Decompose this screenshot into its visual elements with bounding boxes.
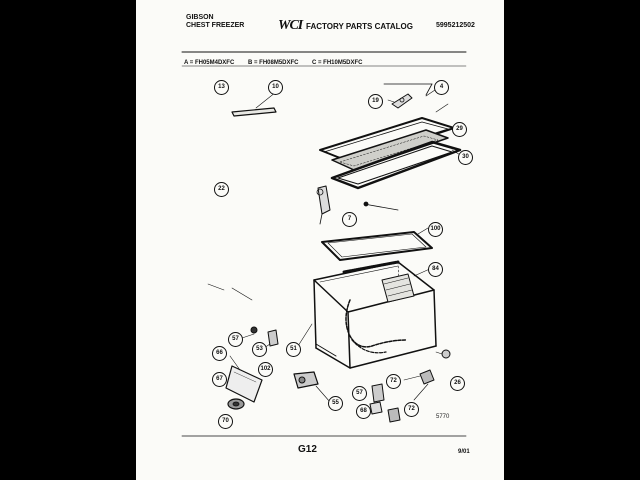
parts-catalog-page: GIBSON CHEST FREEZER WCI FACTORY PARTS C… <box>136 0 504 480</box>
part-thermostat <box>293 371 331 403</box>
callout-4: 4 <box>434 80 449 95</box>
callout-72-lower: 72 <box>404 402 419 417</box>
part-lid-gasket <box>330 140 462 190</box>
part-condenser-panel <box>381 273 415 303</box>
catalog-part-number: 5995212502 <box>436 22 475 29</box>
product-type: CHEST FREEZER <box>186 22 245 29</box>
callout-29: 29 <box>452 122 467 137</box>
wci-logo: WCI <box>278 18 303 33</box>
callout-70: 70 <box>218 414 233 429</box>
callout-26: 26 <box>450 376 465 391</box>
callout-68: 68 <box>356 404 371 419</box>
catalog-title: FACTORY PARTS CATALOG <box>306 22 413 31</box>
model-a: A = FH05M4DXFC <box>184 60 235 66</box>
callout-57: 57 <box>228 332 243 347</box>
callout-7: 7 <box>342 212 357 227</box>
callout-30: 30 <box>458 150 473 165</box>
callout-19: 19 <box>368 94 383 109</box>
callout-53: 53 <box>252 342 267 357</box>
callout-84: 84 <box>428 262 443 277</box>
callout-13: 13 <box>214 80 229 95</box>
page-code: G12 <box>298 444 317 455</box>
callout-102: 102 <box>258 362 273 377</box>
part-handle-strip <box>231 91 277 117</box>
part-cabinet <box>313 260 437 369</box>
callout-10: 10 <box>268 80 283 95</box>
callout-67: 67 <box>212 372 227 387</box>
part-breaker-frame <box>321 231 433 261</box>
part-nameplate <box>225 365 263 403</box>
callout-51: 51 <box>286 342 301 357</box>
revision-date: 9/01 <box>458 449 470 455</box>
exploded-parts-diagram <box>181 51 467 437</box>
model-b: B = FH08M5DXFC <box>248 60 299 66</box>
part-lid-liner <box>331 129 449 171</box>
part-hinge <box>387 93 413 109</box>
model-c: C = FH10M5DXFC <box>312 60 363 66</box>
brand-name: GIBSON <box>186 14 214 21</box>
callout-100: 100 <box>428 222 443 237</box>
callout-22: 22 <box>214 182 229 197</box>
part-knob <box>227 398 245 410</box>
callout-55: 55 <box>328 396 343 411</box>
callout-57-lower: 57 <box>352 386 367 401</box>
callout-72: 72 <box>386 374 401 389</box>
figure-number: 5770 <box>436 414 450 420</box>
callout-66: 66 <box>212 346 227 361</box>
